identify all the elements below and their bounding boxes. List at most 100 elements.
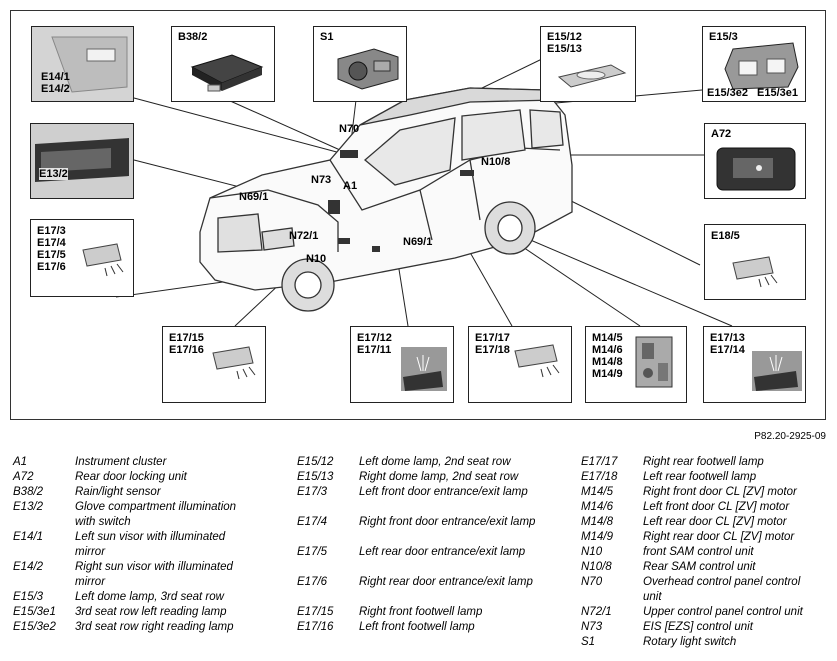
legend-description: Upper control panel control unit — [643, 606, 803, 618]
legend-code: E14/2 — [13, 561, 44, 573]
legend-code: N10 — [581, 546, 603, 558]
legend-description: Left dome lamp, 2nd seat row — [359, 456, 511, 468]
rear-dome-lamp-picture — [724, 42, 799, 90]
component-markers — [328, 150, 474, 252]
door-lamp-picture — [401, 347, 447, 391]
callout-label: M14/5 M14/6 M14/8 M14/9 — [592, 332, 623, 380]
callout-a72: A72 — [704, 123, 806, 199]
callout-e15-12: E15/12 E15/13 — [540, 26, 636, 102]
legend-description: Rotary light switch — [643, 636, 737, 648]
callout-label: E13/2 — [39, 168, 68, 180]
callout-label: S1 — [320, 31, 334, 43]
glove-box-picture — [31, 124, 133, 198]
legend-code: E17/3 — [297, 486, 328, 498]
callout-label: E17/17 E17/18 — [475, 332, 510, 356]
legend-code: A72 — [13, 471, 34, 483]
legend-code: E15/3 — [13, 591, 44, 603]
legend-description: EIS [EZS] control unit — [643, 621, 753, 633]
callout-label: E18/5 — [711, 230, 740, 242]
callout-e14: E14/1 E14/2 — [31, 26, 134, 102]
legend-code: E17/17 — [581, 456, 618, 468]
legend-code: N73 — [581, 621, 603, 633]
legend-code: E15/3e1 — [13, 606, 56, 618]
legend-description: Rear door locking unit — [75, 471, 187, 483]
sun-visor-picture — [32, 27, 133, 101]
front-footwell-lamp-picture — [212, 346, 256, 380]
callout-m14: M14/5 M14/6 M14/8 M14/9 — [585, 326, 687, 403]
rear-door-lamp-picture — [752, 351, 802, 391]
legend-code: E15/3e2 — [13, 621, 56, 633]
callout-label: E15/3e1 — [757, 87, 798, 99]
legend-description: Left rear door entrance/exit lamp — [359, 546, 526, 558]
legend-description: front SAM control unit — [643, 546, 754, 558]
legend-description: Right rear door CL [ZV] motor — [643, 531, 795, 543]
legend-code: N70 — [581, 576, 603, 588]
callout-e17-15: E17/15 E17/16 — [162, 326, 266, 403]
legend-description: Glove compartment illumination with swit… — [75, 501, 237, 528]
callout-b38: B38/2 — [171, 26, 275, 102]
entrance-lamp-picture — [82, 243, 124, 277]
legend-description: Right front door CL [ZV] motor — [643, 486, 797, 498]
label-n70: N70 — [339, 123, 360, 135]
legend-description: Rear SAM control unit — [643, 561, 756, 573]
legend-description: Left rear door CL [ZV] motor — [643, 516, 787, 528]
legend-code: E17/5 — [297, 546, 328, 558]
legend-description: 3rd seat row right reading lamp — [75, 621, 234, 633]
legend-description: Right front door entrance/exit lamp — [359, 516, 536, 528]
legend-code: B38/2 — [13, 486, 44, 498]
callout-e17-3: E17/3 E17/4 E17/5 E17/6 — [30, 219, 134, 297]
legend-code: E17/15 — [297, 606, 334, 618]
legend-description: Left front door entrance/exit lamp — [359, 486, 528, 498]
callout-e17-17: E17/17 E17/18 — [468, 326, 572, 403]
label-n10: N10 — [306, 253, 327, 265]
diagram-frame — [10, 10, 826, 420]
legend-description: Overhead control panel control unit — [643, 576, 801, 603]
label-n10-8: N10/8 — [481, 156, 511, 168]
legend-code: M14/6 — [581, 501, 613, 513]
rain-sensor-picture — [190, 54, 264, 92]
legend-code: M14/9 — [581, 531, 613, 543]
legend-code: E17/6 — [297, 576, 328, 588]
callout-label: E17/3 E17/4 E17/5 E17/6 — [37, 225, 66, 273]
legend-code: E17/18 — [581, 471, 618, 483]
legend-description: Right front footwell lamp — [359, 606, 483, 618]
rear-footwell-lamp-picture — [514, 344, 560, 378]
legend-code: E17/4 — [297, 516, 328, 528]
legend-description: Left front footwell lamp — [359, 621, 475, 633]
legend-code: S1 — [581, 636, 596, 648]
label-n72-1: N72/1 — [289, 230, 319, 242]
legend-code: N10/8 — [581, 561, 612, 573]
legend-description: Right rear door entrance/exit lamp — [359, 576, 533, 588]
figure-id: P82.20-2925-09 — [754, 431, 826, 442]
callout-label: E17/15 E17/16 — [169, 332, 204, 356]
legend-description: Rain/light sensor — [75, 486, 161, 498]
legend-description: Left front door CL [ZV] motor — [643, 501, 790, 513]
legend-description: Left rear footwell lamp — [643, 471, 757, 483]
callout-label: B38/2 — [178, 31, 208, 43]
car-body — [199, 87, 573, 291]
callout-label: E15/3 — [709, 31, 738, 43]
callout-e13: E13/2 — [30, 123, 134, 199]
legend-description: 3rd seat row left reading lamp — [75, 606, 227, 618]
label-n73: N73 — [311, 174, 332, 186]
label-a1: A1 — [343, 180, 358, 192]
rear-lamp-picture — [732, 256, 778, 288]
callout-e17-13: E17/13 E17/14 — [703, 326, 806, 403]
label-n69-1-rear: N69/1 — [403, 236, 433, 248]
legend-code: E15/13 — [297, 471, 334, 483]
callout-e15-3: E15/3 E15/3e2 E15/3e1 — [702, 26, 806, 102]
vehicle-diagram — [115, 57, 733, 327]
label-n69-1-front: N69/1 — [239, 191, 269, 203]
legend-code: E17/16 — [297, 621, 334, 633]
legend-code: M14/5 — [581, 486, 613, 498]
callout-e17-12: E17/12 E17/11 — [350, 326, 454, 403]
legend-description: Right rear footwell lamp — [643, 456, 764, 468]
legend-description: Right sun visor with illuminated mirror — [75, 561, 233, 588]
callout-label: E17/12 E17/11 — [357, 332, 392, 356]
callout-label: A72 — [711, 128, 732, 140]
callout-label: E14/1 E14/2 — [41, 71, 70, 95]
legend-description: Right dome lamp, 2nd seat row — [359, 471, 519, 483]
